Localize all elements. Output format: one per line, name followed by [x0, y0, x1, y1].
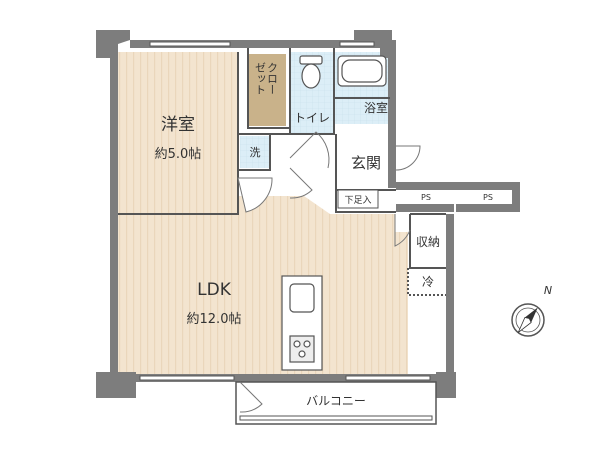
entrance-area [336, 134, 396, 190]
balcony-rail [239, 415, 433, 421]
closet-label-1: クロー [266, 62, 279, 95]
ps-right-label: PS [483, 193, 493, 202]
entrance-label: 玄関 [351, 154, 381, 172]
laundry-label: 洗 [250, 146, 261, 159]
storage-label: 収納 [416, 235, 440, 249]
ldk-size: 約12.0帖 [187, 312, 242, 327]
western-room-name: 洋室 [161, 115, 195, 135]
bathtub [337, 55, 387, 87]
fridge-label: 冷 [422, 275, 434, 289]
partitions [118, 48, 446, 296]
closet-label-2: ゼット [254, 62, 267, 95]
western-room-size: 約5.0帖 [155, 147, 202, 162]
shoe-box-label: 下足入 [344, 195, 371, 206]
walls [96, 30, 520, 398]
laundry-area [240, 136, 270, 168]
compass [511, 303, 545, 337]
ldk-name: LDK [197, 280, 232, 300]
kitchen-counter [281, 275, 323, 371]
windows-bottom [139, 375, 431, 381]
door-swings [237, 131, 421, 413]
toilet-label: トイレ [294, 111, 330, 125]
ldk-floor [118, 196, 408, 375]
toilet-fixture [299, 55, 323, 89]
balcony-label: バルコニー [306, 394, 366, 408]
compass-label: N [544, 284, 552, 297]
windows-top [149, 41, 375, 47]
bath-label: 浴室 [364, 100, 388, 115]
shoe-box [337, 189, 379, 209]
western-room-floor [118, 52, 238, 214]
closet-area [248, 54, 286, 126]
ps-left-label: PS [421, 193, 431, 202]
compass-needle-icon [517, 307, 538, 333]
